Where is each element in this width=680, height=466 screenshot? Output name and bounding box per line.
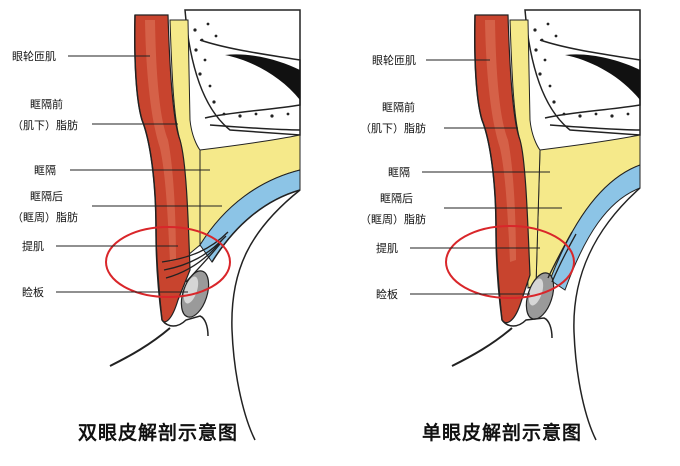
skin-outline — [474, 14, 503, 321]
levator-blue-layer — [549, 164, 641, 291]
label-preseptal-1: 眶隔前 — [30, 98, 63, 111]
posterior-outline — [211, 189, 301, 263]
tarsus-highlight — [183, 276, 199, 304]
label-postseptal-1: 眶隔后 — [380, 192, 413, 205]
orbit-floor — [549, 124, 641, 131]
label-levator: 提肌 — [22, 240, 44, 253]
eyelash — [109, 327, 171, 367]
caption-single-eyelid: 单眼皮解剖示意图 — [422, 422, 583, 444]
globe-outline — [573, 187, 641, 441]
levator-highlight-circle — [445, 225, 575, 299]
label-preseptal-1: 眶隔前 — [382, 101, 415, 114]
eyelash — [451, 327, 513, 367]
globe-outline — [231, 189, 301, 441]
label-postseptal-1: 眶隔后 — [30, 190, 63, 203]
label-orbicularis: 眼轮匝肌 — [12, 50, 56, 63]
caption-double-eyelid: 双眼皮解剖示意图 — [78, 422, 239, 444]
skin-outline — [134, 14, 163, 321]
label-orbicularis: 眼轮匝肌 — [372, 54, 416, 67]
label-postseptal-2: （眶周）脂肪 — [12, 211, 78, 224]
leader-lines — [410, 59, 562, 295]
bone-dots — [193, 22, 290, 118]
single-eyelid-illustration — [410, 9, 641, 441]
bone-dark-cavity — [565, 54, 640, 100]
bone-dark-cavity — [225, 54, 300, 100]
double-eyelid-diagram: 眼轮匝肌 眶隔前 （肌下）脂肪 眶隔 眶隔后 （眶周）脂肪 提肌 睑板 双眼皮解… — [12, 9, 301, 444]
lid-margin — [501, 317, 553, 339]
lid-margin — [161, 315, 209, 337]
label-preseptal-2: （肌下）脂肪 — [12, 119, 78, 132]
orbital-rim — [199, 39, 301, 119]
label-preseptal-2: （肌下）脂肪 — [360, 122, 426, 135]
levator-fibers — [547, 231, 577, 283]
double-eyelid-illustration — [56, 9, 301, 441]
label-tarsus: 睑板 — [22, 286, 44, 299]
levator-fibers — [161, 231, 229, 283]
leader-lines — [56, 55, 222, 293]
label-postseptal-2: （眶周）脂肪 — [360, 213, 426, 226]
label-levator: 提肌 — [376, 242, 398, 255]
single-eyelid-diagram: 眼轮匝肌 眶隔前 （肌下）脂肪 眶隔 眶隔后 （眶周）脂肪 提肌 睑板 单眼皮解… — [340, 0, 680, 466]
orbicularis-highlight — [145, 20, 176, 262]
label-septum: 眶隔 — [388, 166, 410, 179]
orbicularis-highlight — [485, 20, 516, 262]
bone-dots — [533, 22, 630, 118]
tarsus-highlight — [528, 278, 544, 306]
orbital-rim — [539, 39, 641, 119]
label-septum: 眶隔 — [34, 164, 56, 177]
orbit-floor — [209, 124, 301, 131]
levator-highlight-circle — [105, 226, 231, 298]
label-tarsus: 睑板 — [376, 288, 398, 301]
